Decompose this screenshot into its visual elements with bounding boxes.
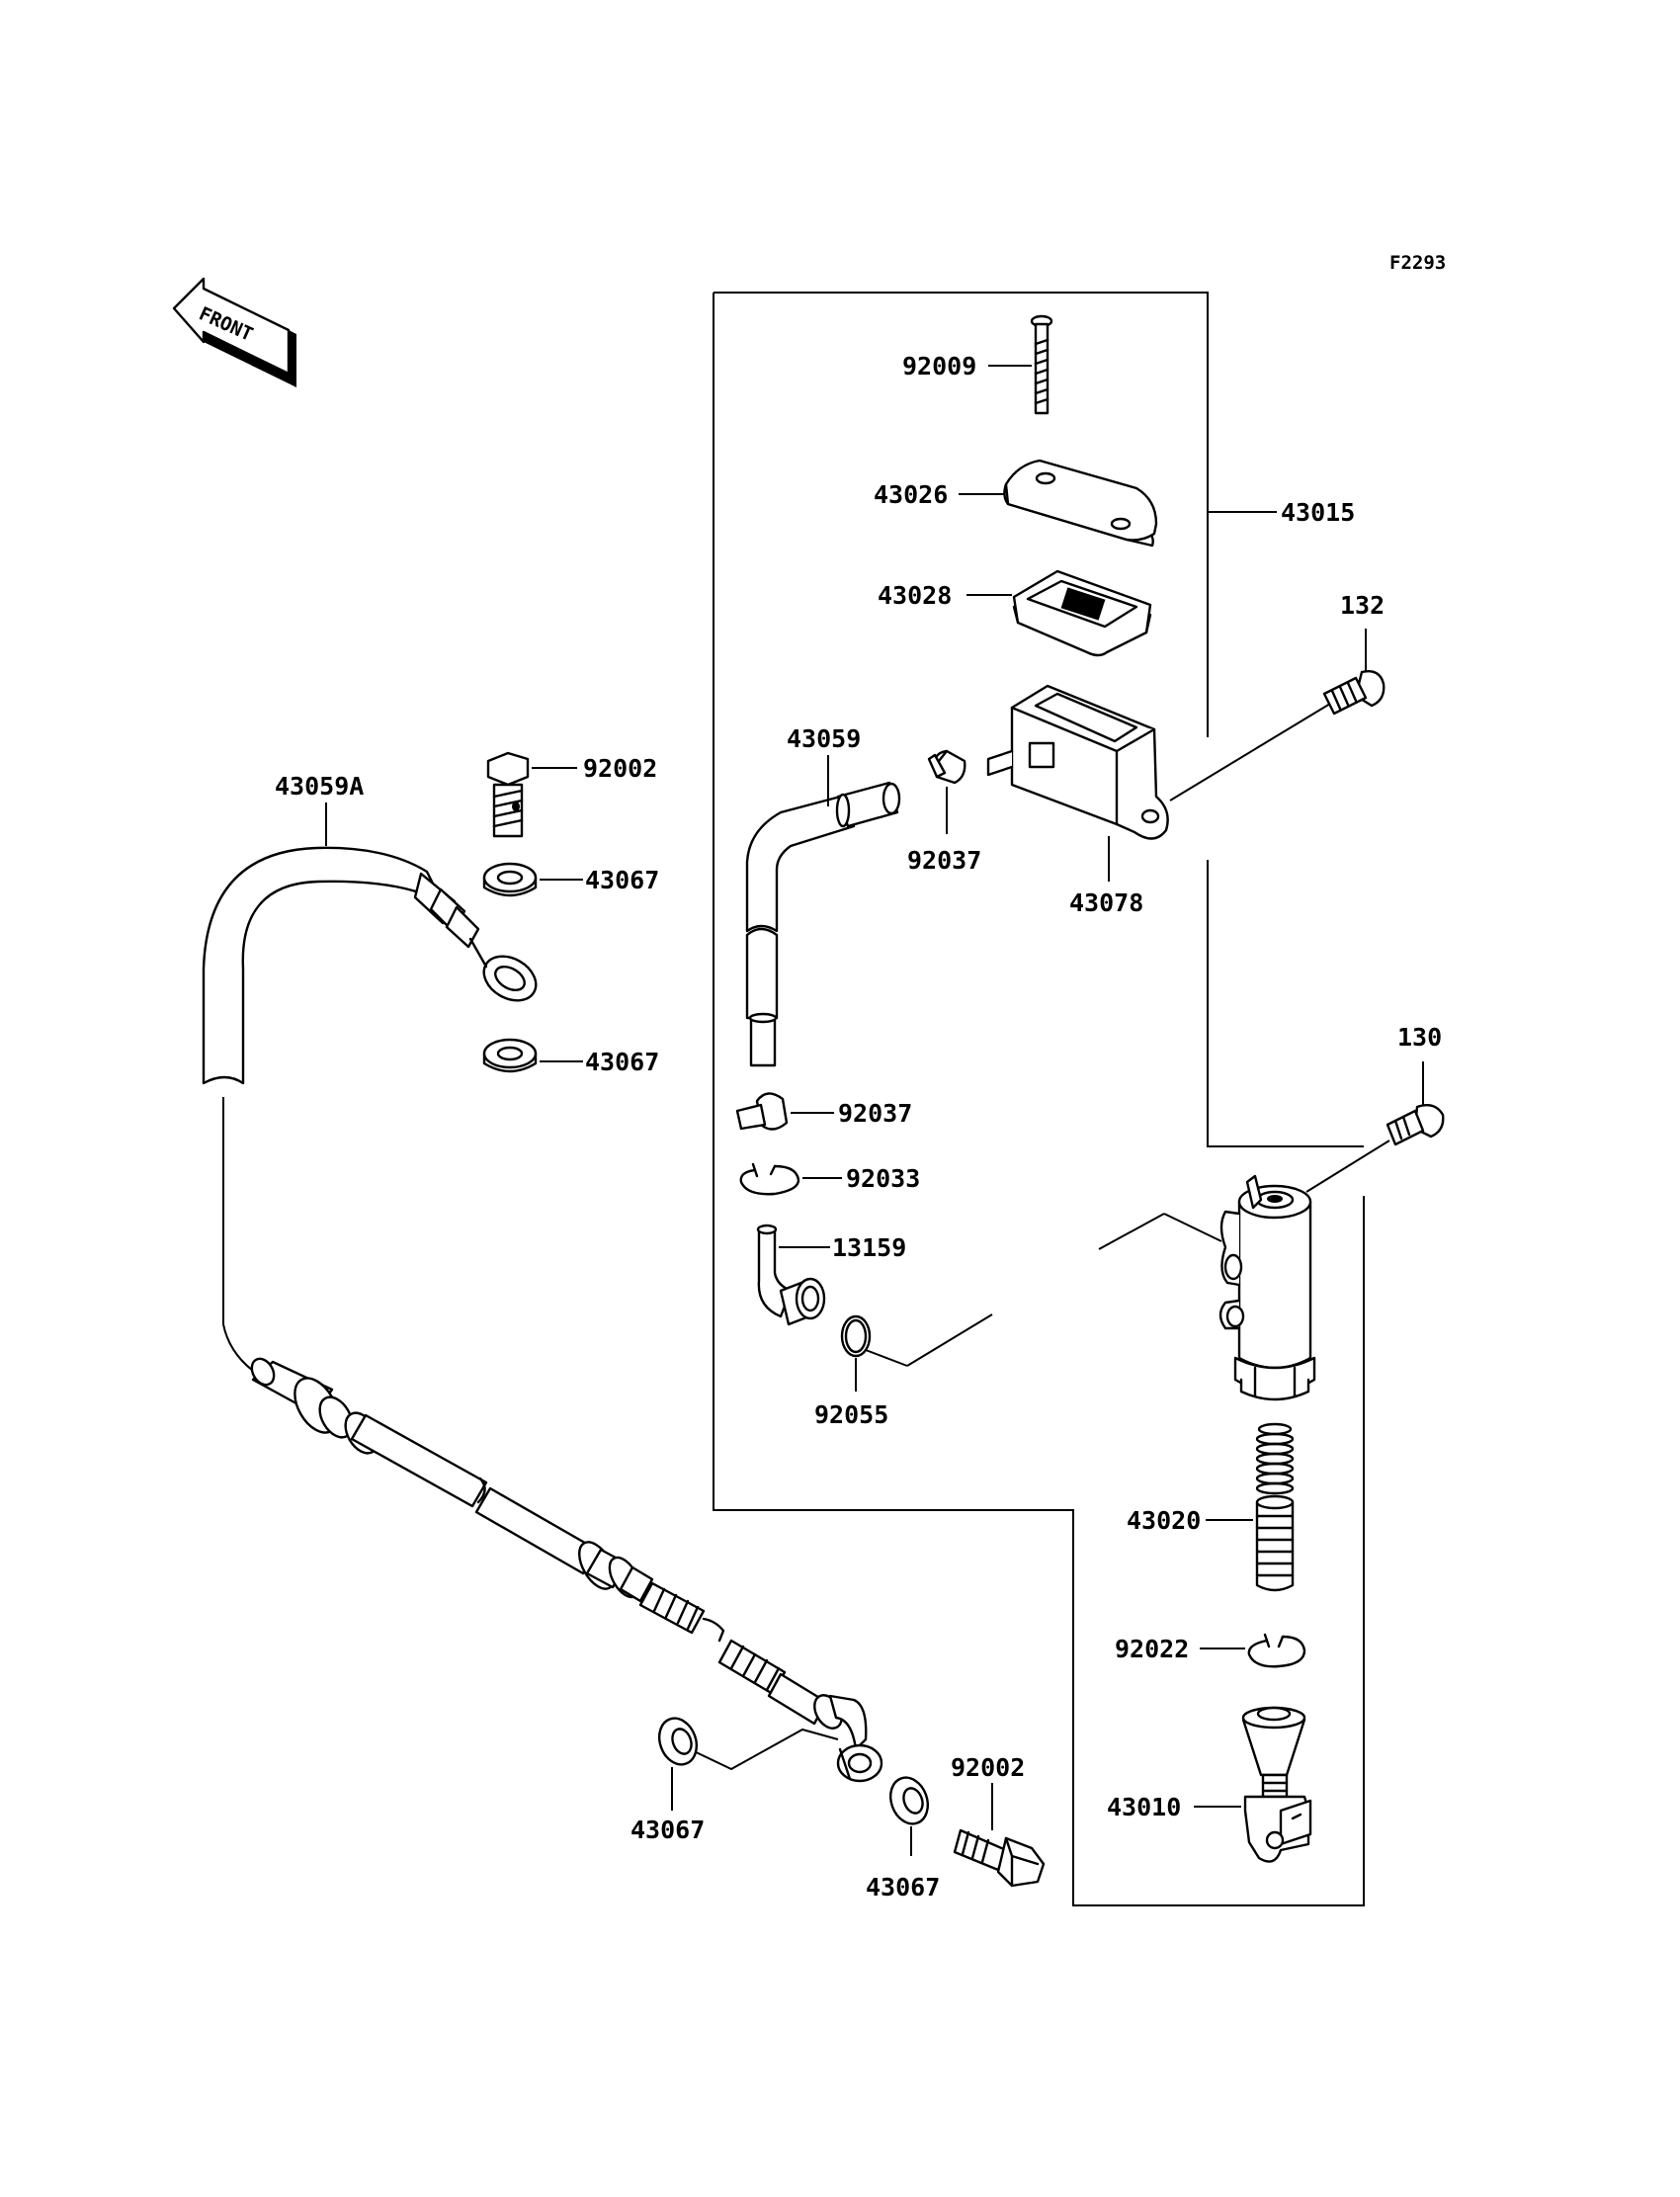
label-43067-1: 43067 [585,866,659,894]
o-ring-92055-icon [840,1314,872,1358]
label-92009: 92009 [902,352,976,380]
label-92033: 92033 [846,1164,920,1193]
circlip-92033-icon [739,1162,800,1196]
washer-43067-2-icon [482,1038,538,1073]
label-43026: 43026 [874,480,948,509]
label-92002-upper: 92002 [583,754,657,783]
push-rod-43010-icon [1241,1706,1312,1863]
label-43059: 43059 [787,724,861,753]
clamp-92037-lower-icon [735,1092,789,1131]
label-92055: 92055 [814,1400,888,1429]
label-43028: 43028 [878,581,952,610]
washer-43067-1-icon [482,862,538,897]
front-arrow-icon: FRONT [172,277,296,387]
elbow-13159-icon [756,1224,826,1326]
label-92022: 92022 [1115,1635,1189,1663]
banjo-bolt-92002-upper-icon [486,751,530,838]
label-92037-top: 92037 [907,846,981,875]
label-43078: 43078 [1069,888,1143,917]
label-43010: 43010 [1107,1793,1181,1821]
label-92037-lower: 92037 [838,1099,912,1128]
washer-43067-4-icon [888,1776,930,1825]
bolt-130-icon [1386,1104,1445,1146]
label-132: 132 [1340,591,1385,620]
hose-43059A-icon [202,846,538,1085]
circlip-92022-icon [1247,1633,1306,1668]
label-130: 130 [1397,1023,1442,1052]
label-43020: 43020 [1127,1506,1201,1535]
label-43067-2: 43067 [585,1048,659,1076]
master-cylinder-body-icon [1098,1174,1316,1401]
label-92002-lower: 92002 [951,1753,1025,1782]
diagram-code: F2293 [1389,252,1446,274]
label-13159: 13159 [832,1233,906,1262]
bolt-132-icon [1322,670,1386,716]
washer-43067-3-icon [657,1717,699,1766]
diaphragm-43028-icon [1012,569,1152,657]
spring-piston-43020-icon [1255,1422,1295,1592]
label-43067-3: 43067 [630,1816,705,1844]
clamp-92037-top-icon [927,749,966,785]
screw-92009-icon [1030,314,1053,415]
label-43067-4: 43067 [866,1873,940,1901]
reservoir-43078-icon [986,684,1169,840]
label-43015: 43015 [1281,498,1355,527]
assembly-bracket-43015 [713,292,1365,1906]
reservoir-cap-43026-icon [1003,459,1158,548]
hose-43059-icon [745,781,901,1067]
lower-hose-section-icon [250,1357,883,1783]
label-43059A: 43059A [275,772,364,801]
banjo-bolt-92002-lower-icon [953,1828,1046,1888]
